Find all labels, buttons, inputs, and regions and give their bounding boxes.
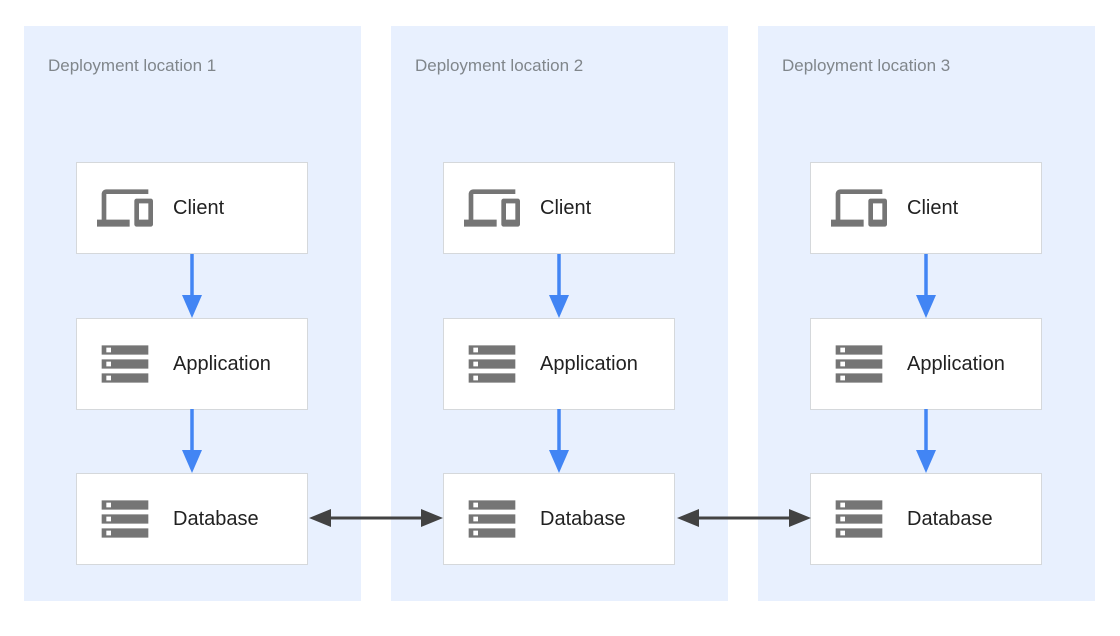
flow-arrow-down-icon [916,409,936,473]
deployment-location-2-panel: Deployment location 2 Client Application [391,26,728,601]
flow-arrow-down-icon [916,254,936,318]
application-node: Application [810,318,1042,410]
client-node: Client [810,162,1042,254]
database-node: Database [810,473,1042,565]
deployment-location-3-panel: Deployment location 3 Client Application [758,26,1095,601]
node-label: Database [907,507,993,530]
database-node: Database [443,473,675,565]
node-label: Client [907,196,959,219]
flow-arrow-down-icon [182,254,202,318]
client-node: Client [76,162,308,254]
node-label: Database [540,507,626,530]
node-label: Database [173,507,259,530]
client-node: Client [443,162,675,254]
bidirectional-arrow-icon [677,509,811,527]
server-stack-icon [835,345,883,383]
node-label: Application [540,352,638,375]
server-stack-icon [101,345,149,383]
devices-icon [464,189,520,227]
deployment-location-1-panel: Deployment location 1 Client Application [24,26,361,601]
database-node: Database [76,473,308,565]
node-label: Client [540,196,592,219]
panel-title: Deployment location 1 [48,56,217,75]
flow-arrow-down-icon [182,409,202,473]
node-label: Application [907,352,1005,375]
server-stack-icon [101,500,149,538]
flow-arrow-down-icon [549,254,569,318]
bidirectional-arrow-icon [309,509,443,527]
server-stack-icon [835,500,883,538]
panel-title: Deployment location 2 [415,56,584,75]
application-node: Application [76,318,308,410]
server-stack-icon [468,345,516,383]
devices-icon [97,189,153,227]
panel-title: Deployment location 3 [782,56,951,75]
node-label: Application [173,352,271,375]
flow-arrow-down-icon [549,409,569,473]
application-node: Application [443,318,675,410]
node-label: Client [173,196,225,219]
server-stack-icon [468,500,516,538]
devices-icon [831,189,887,227]
